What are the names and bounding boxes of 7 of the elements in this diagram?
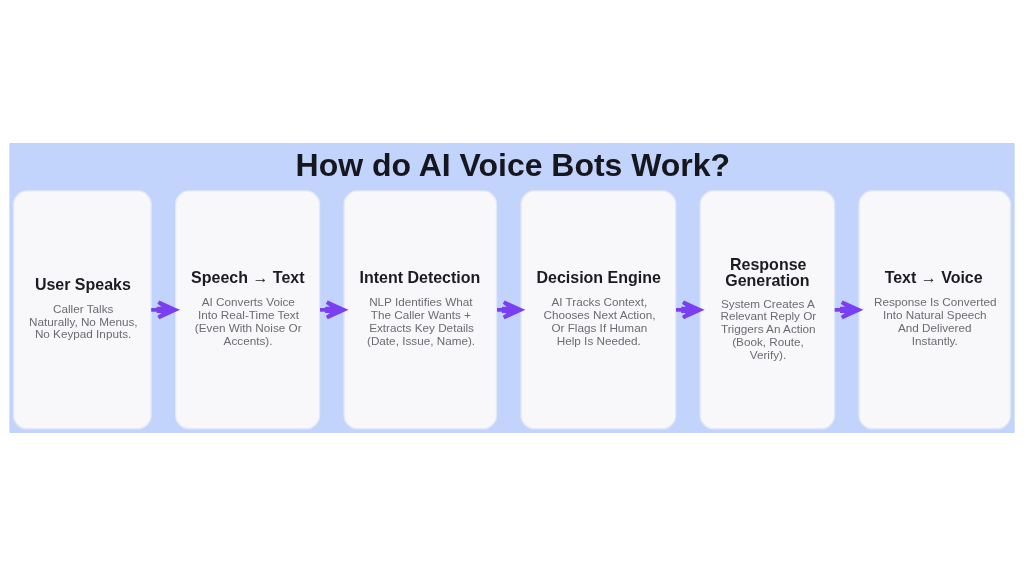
node-box: Decision Engine AI Tracks Context, Chooses Next Action, Or Flags If Human Help Is Needed. — [520, 190, 677, 430]
diagram-title: How do AI Voice Bots Work? — [295, 147, 731, 184]
node-box: Text → Voice Response Is Converted Into Natural Speech And Delivered Instantly. — [858, 190, 1012, 430]
node-box: Response Generation System Creates A Relevant Reply Or Triggers An Action (Book, Route, Verify). — [699, 190, 836, 430]
node-box: Intent Detection NLP Identifies What The Caller Wants + Extracts Key Details (Date, Issue, Name). — [343, 190, 498, 430]
node-box: User Speaks Caller Talks Naturally, No Menus, No Keypad Inputs. — [12, 190, 152, 430]
node-box: Speech → Text AI Converts Voice Into Real-Time Text (Even With Noise Or Accents). — [175, 190, 321, 430]
